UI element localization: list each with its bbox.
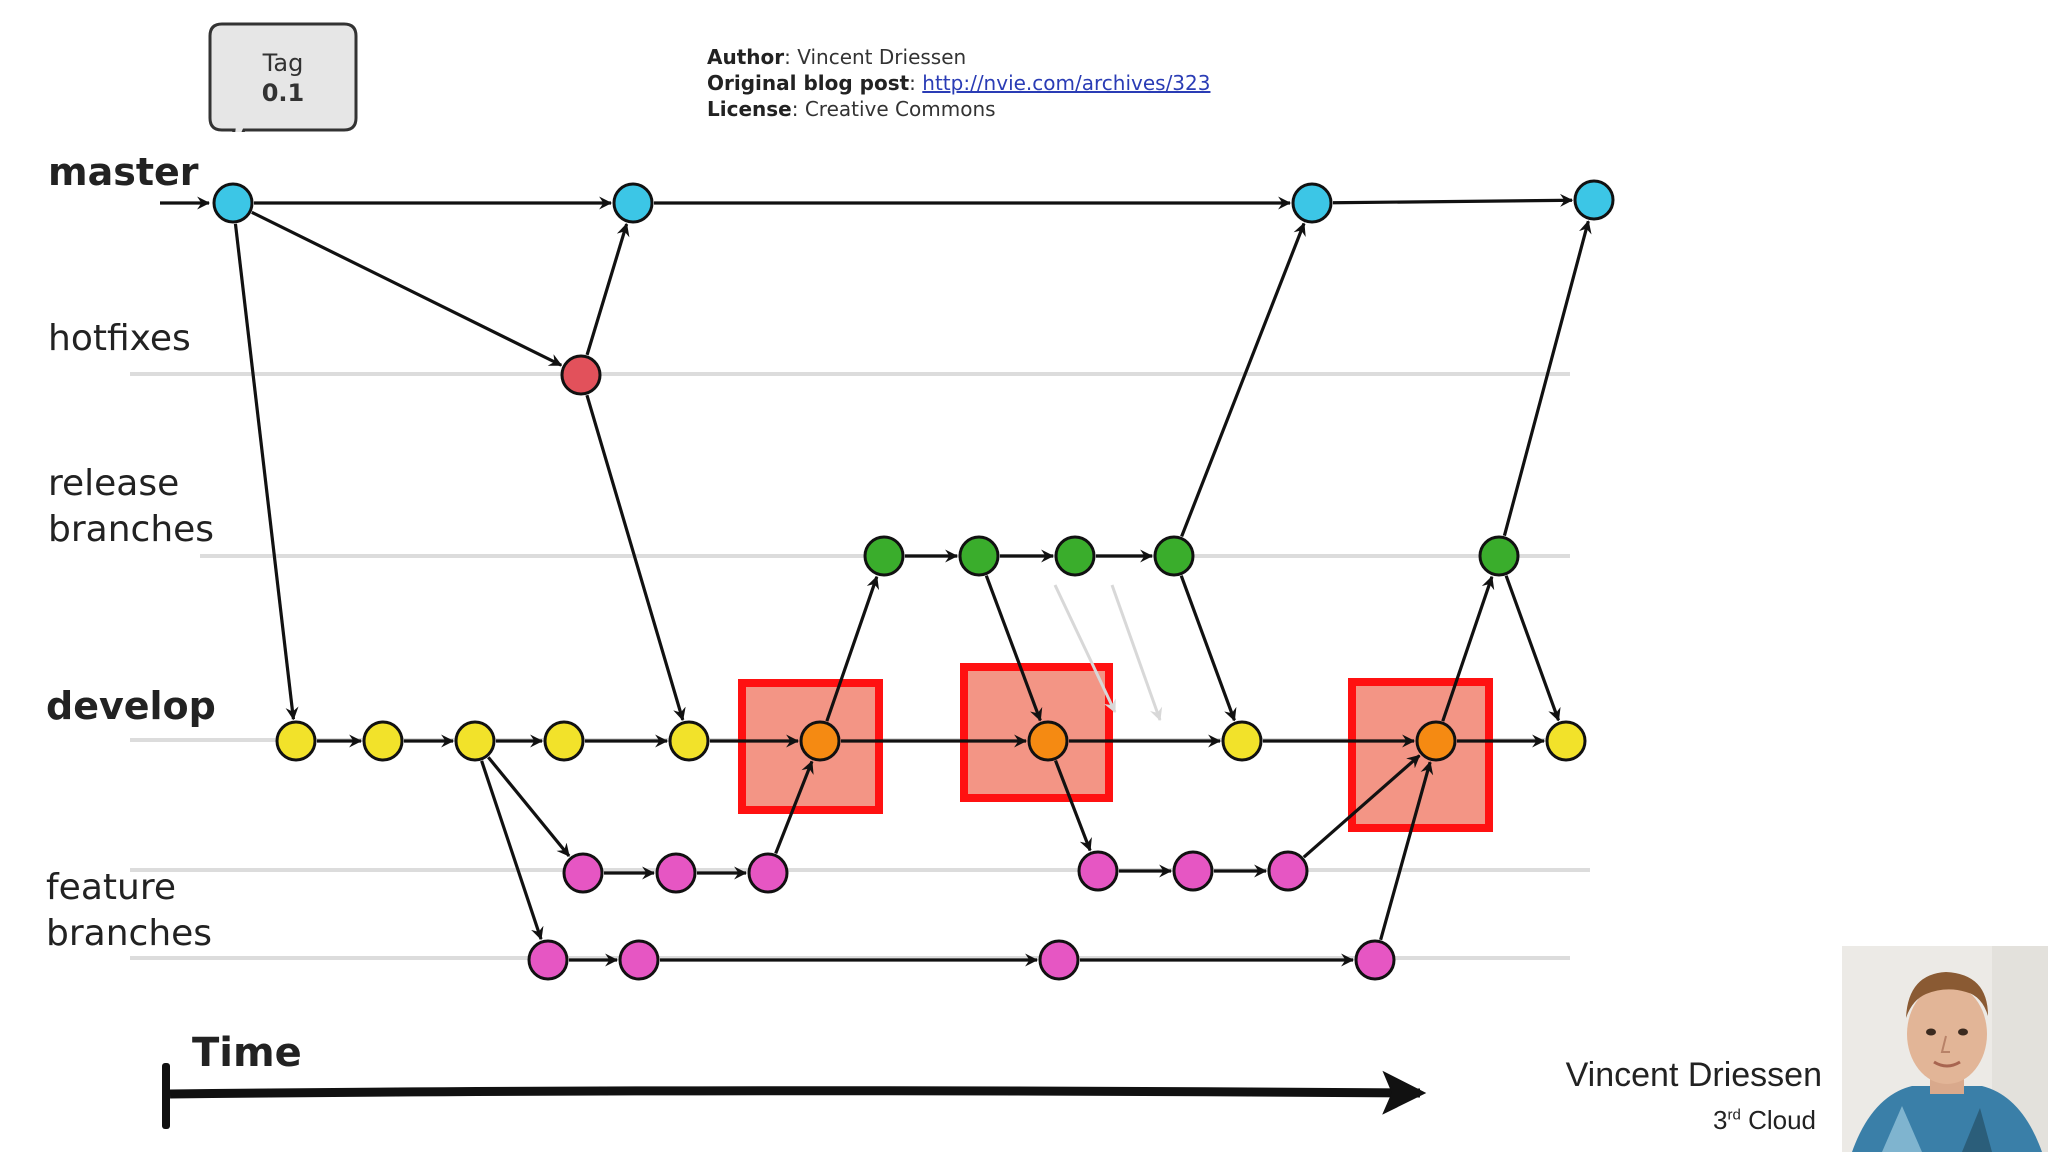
ghost-edge <box>1110 584 1163 722</box>
attribution-block: Author: Vincent Driessen Original blog p… <box>707 44 1210 122</box>
commit-node-feature <box>1267 850 1309 892</box>
lane-label-master: master <box>48 150 199 194</box>
lane-label-develop: develop <box>46 684 216 728</box>
commit-edge <box>487 756 571 857</box>
author-line: Author: Vincent Driessen <box>707 45 967 69</box>
commit-edge <box>233 223 299 721</box>
lane-label-hotfixes: hotfixes <box>48 318 191 359</box>
commit-edge <box>585 223 630 356</box>
commit-edge <box>251 210 563 367</box>
commit-edge <box>1502 220 1592 537</box>
commit-node-master <box>1573 179 1615 221</box>
commit-edge <box>1441 575 1495 722</box>
commit-node-feature <box>527 939 569 981</box>
commit-node-merge <box>1027 720 1069 762</box>
commit-node-release <box>1478 535 1520 577</box>
commit-node-develop <box>1221 720 1263 762</box>
commit-edge <box>984 575 1043 722</box>
commit-node-develop <box>1545 720 1587 762</box>
lane-label-feature: feature branches <box>46 865 212 957</box>
ghost-edge <box>1053 584 1117 713</box>
tag-label: Tag <box>262 49 304 77</box>
commit-node-feature <box>1038 939 1080 981</box>
commit-node-merge <box>1415 720 1457 762</box>
tag-version: 0.1 <box>261 79 305 107</box>
credit-org-suffix: Cloud <box>1740 1105 1816 1135</box>
commit-node-feature <box>1172 850 1214 892</box>
commit-node-feature <box>618 939 660 981</box>
blog-line: Original blog post: http://nvie.com/arch… <box>707 71 1211 95</box>
commit-node-feature <box>747 852 789 894</box>
commit-edge <box>774 760 814 855</box>
commit-node-develop <box>668 720 710 762</box>
author-value: Vincent Driessen <box>797 45 967 69</box>
commit-edge <box>1054 760 1092 852</box>
blog-label: Original blog post <box>707 71 910 95</box>
merge-highlight-box <box>960 663 1113 802</box>
lane-label-release-line1: release <box>48 463 180 504</box>
lane-label-feature-line2: branches <box>46 913 213 954</box>
commit-node-develop <box>275 720 317 762</box>
commit-node-release <box>1153 535 1195 577</box>
commit-edge <box>1180 222 1306 538</box>
license-label: License <box>707 97 792 121</box>
license-value: Creative Commons <box>804 97 996 121</box>
commit-node-feature <box>1077 850 1119 892</box>
commit-edge <box>825 575 880 722</box>
credit-name: Vincent Driessen <box>1565 1056 1822 1094</box>
speaker-photo <box>1842 946 2048 1152</box>
commit-edge <box>1332 193 1574 207</box>
credit-org-sup: rd <box>1727 1106 1741 1124</box>
merge-highlight-box <box>1348 678 1493 832</box>
commit-node-release <box>958 535 1000 577</box>
commit-node-master <box>612 182 654 224</box>
time-axis-arrow <box>169 1070 1427 1115</box>
commit-edge <box>1179 575 1237 722</box>
commit-edge <box>1302 754 1421 859</box>
tag-text: Tag 0.1 <box>208 48 358 108</box>
time-axis-start-bar <box>162 1063 170 1129</box>
commit-node-feature <box>1354 939 1396 981</box>
license-line: License: Creative Commons <box>707 97 996 121</box>
lane-label-feature-line1: feature <box>46 867 176 908</box>
commit-node-release <box>1054 535 1096 577</box>
commit-node-feature <box>562 852 604 894</box>
blog-link[interactable]: http://nvie.com/archives/323 <box>922 71 1211 95</box>
commit-node-develop <box>543 720 585 762</box>
commit-node-feature <box>655 852 697 894</box>
commit-node-hotfix <box>560 354 602 396</box>
lane-label-release-line2: branches <box>48 509 215 550</box>
author-label: Author <box>707 45 785 69</box>
commit-node-master <box>1291 182 1333 224</box>
time-axis-label: Time <box>192 1030 302 1076</box>
commit-node-merge <box>799 720 841 762</box>
commit-node-release <box>863 535 905 577</box>
credit-org-prefix: 3 <box>1713 1105 1728 1135</box>
commit-edge <box>1504 575 1561 722</box>
credit-org: 3rd Cloud <box>1713 1105 1816 1136</box>
lane-label-release: release branches <box>48 461 214 553</box>
commit-node-develop <box>454 720 496 762</box>
commit-edge <box>585 394 686 721</box>
commit-edge <box>1379 761 1434 941</box>
commit-edge <box>480 760 544 941</box>
commit-node-develop <box>362 720 404 762</box>
commit-node-master <box>212 182 254 224</box>
